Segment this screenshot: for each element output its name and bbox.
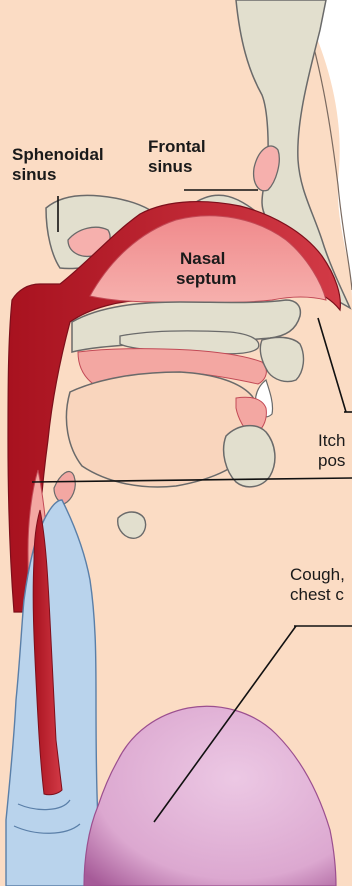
frontal-label-line1: Frontal — [148, 137, 206, 156]
itch-label-line2: pos — [318, 451, 345, 470]
sphenoidal-label-line1: Sphenoidal — [12, 145, 104, 164]
nasal-septum-label-line2: septum — [176, 269, 236, 288]
cough-label-line2: chest c — [290, 585, 344, 604]
cough-label-line1: Cough, — [290, 565, 345, 584]
frontal-label-line2: sinus — [148, 157, 192, 176]
sphenoidal-label-line2: sinus — [12, 165, 56, 184]
itch-label-line1: Itch — [318, 431, 345, 450]
nasal-septum-label-line1: Nasal — [180, 249, 225, 268]
